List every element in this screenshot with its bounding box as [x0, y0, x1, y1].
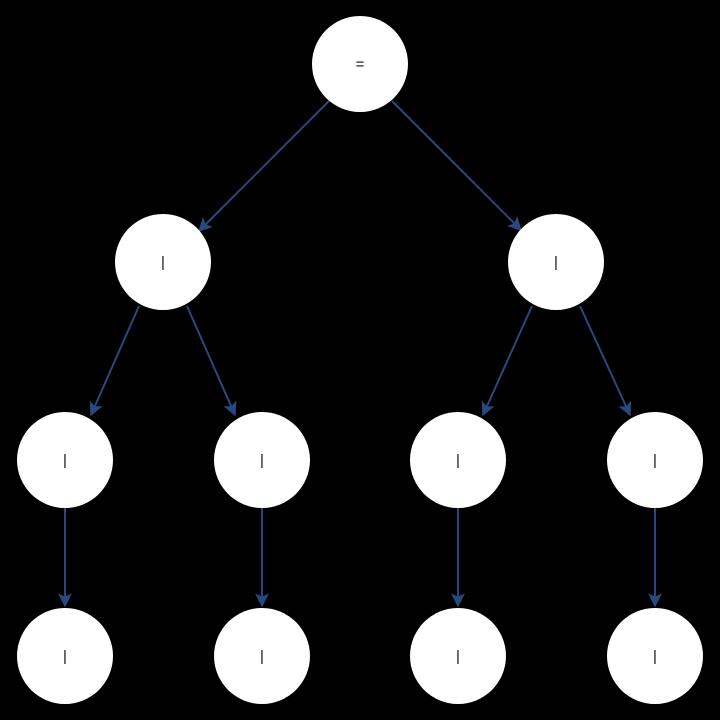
graph-node[interactable]: | — [607, 608, 703, 704]
node-label: | — [653, 648, 657, 665]
node-label: | — [63, 452, 67, 469]
node-circle[interactable] — [508, 214, 604, 310]
node-label: | — [554, 254, 558, 271]
node-circle[interactable] — [410, 608, 506, 704]
node-label: | — [161, 254, 165, 271]
node-circle[interactable] — [410, 412, 506, 508]
node-label: | — [653, 452, 657, 469]
node-label: | — [260, 452, 264, 469]
node-layer: = | | | | | | | | | | — [17, 16, 703, 704]
graph-node[interactable]: | — [17, 608, 113, 704]
node-label: = — [356, 56, 365, 73]
graph-edge — [89, 305, 140, 417]
graph-node[interactable]: | — [214, 608, 310, 704]
graph-edge — [579, 305, 632, 417]
graph-edge — [186, 305, 237, 417]
node-circle[interactable] — [17, 412, 113, 508]
graph-node[interactable]: | — [607, 412, 703, 508]
graph-node[interactable]: | — [115, 214, 211, 310]
edge-layer — [58, 100, 662, 608]
graph-node[interactable]: = — [312, 16, 408, 112]
graph-edge — [391, 100, 522, 231]
node-label: | — [456, 648, 460, 665]
graph-node[interactable]: | — [508, 214, 604, 310]
node-circle[interactable] — [214, 412, 310, 508]
node-circle[interactable] — [17, 608, 113, 704]
node-label: | — [260, 648, 264, 665]
node-circle[interactable] — [607, 608, 703, 704]
node-circle[interactable] — [214, 608, 310, 704]
graph-edge — [198, 100, 330, 232]
graph-node[interactable]: | — [410, 608, 506, 704]
node-label: | — [63, 648, 67, 665]
graph-node[interactable]: | — [410, 412, 506, 508]
graph-node[interactable]: | — [214, 412, 310, 508]
node-label: | — [456, 452, 460, 469]
graph-edge — [481, 305, 533, 417]
graph-node[interactable]: | — [17, 412, 113, 508]
node-circle[interactable] — [607, 412, 703, 508]
node-circle[interactable] — [312, 16, 408, 112]
node-circle[interactable] — [115, 214, 211, 310]
